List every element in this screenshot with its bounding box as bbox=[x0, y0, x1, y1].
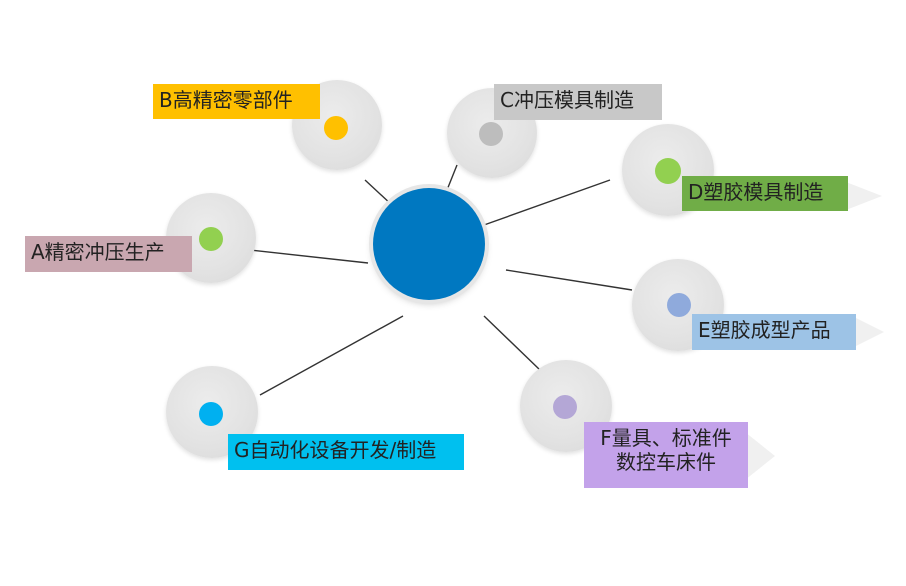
connector-b bbox=[364, 179, 394, 207]
node-e-label-shadow bbox=[856, 318, 884, 346]
central-hub bbox=[373, 188, 485, 300]
connector-g bbox=[259, 315, 404, 396]
connector-e bbox=[505, 269, 633, 291]
node-b-dot bbox=[324, 116, 348, 140]
connector-c bbox=[446, 164, 458, 191]
node-a-label: A精密冲压生产 bbox=[25, 236, 192, 272]
node-e-label: E塑胶成型产品 bbox=[692, 314, 856, 350]
node-f-dot bbox=[553, 395, 577, 419]
node-f-label-line1: F量具、标准件 bbox=[600, 426, 732, 450]
node-c-label: C冲压模具制造 bbox=[494, 84, 662, 120]
node-e-dot bbox=[667, 293, 691, 317]
node-d-label: D塑胶模具制造 bbox=[682, 176, 848, 211]
connector-a bbox=[249, 249, 369, 264]
node-g-dot bbox=[199, 402, 223, 426]
node-c-dot bbox=[479, 122, 503, 146]
node-g-label: G自动化设备开发/制造 bbox=[228, 434, 464, 470]
node-a-dot bbox=[199, 227, 223, 251]
node-d-label-shadow bbox=[846, 182, 882, 210]
connector-d bbox=[483, 179, 611, 226]
node-b-label: B高精密零部件 bbox=[153, 84, 320, 119]
connector-f bbox=[483, 315, 541, 371]
node-d-dot bbox=[655, 158, 681, 184]
node-f-label-line2: 数控车床件 bbox=[616, 450, 716, 474]
node-f-label: F量具、标准件 数控车床件 bbox=[584, 422, 748, 488]
node-f-label-shadow bbox=[745, 432, 775, 480]
